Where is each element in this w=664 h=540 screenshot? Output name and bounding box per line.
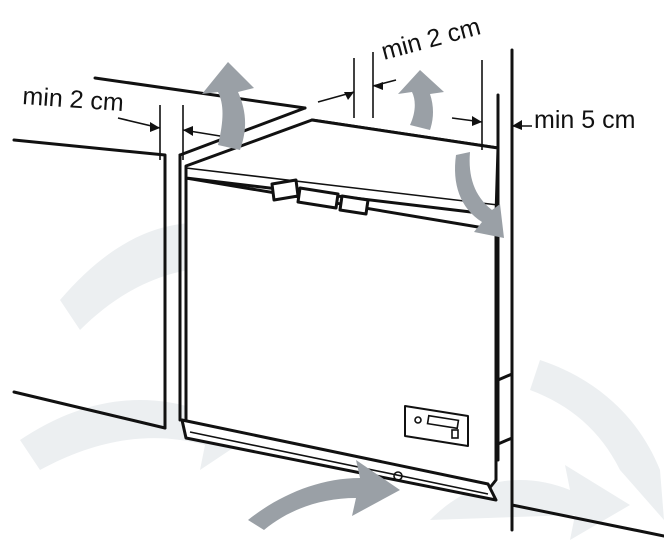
drain-plug-icon (393, 471, 403, 481)
airflow-arrow-right-icon (455, 152, 504, 238)
top-clearance-label: min 2 cm (378, 13, 483, 66)
right-clearance-label: min 5 cm (534, 106, 635, 134)
airflow-arrow-top-icon (398, 70, 444, 130)
control-panel-icon (404, 405, 469, 447)
airflow-arrows (202, 62, 504, 530)
left-cabinet (12, 76, 307, 430)
dimension-left (117, 105, 221, 160)
lid-handle-right (338, 194, 370, 216)
dimension-top (317, 52, 397, 118)
side-handle-icon (496, 372, 514, 446)
dimension-right (451, 60, 532, 150)
left-clearance-label: min 2 cm (22, 82, 125, 117)
lid-handle-center (296, 186, 340, 210)
airflow-arrow-left-icon (202, 62, 254, 150)
airflow-arrow-bottom-icon (248, 460, 400, 530)
freezer-lid (184, 118, 500, 217)
lid-handle-left (270, 178, 300, 202)
